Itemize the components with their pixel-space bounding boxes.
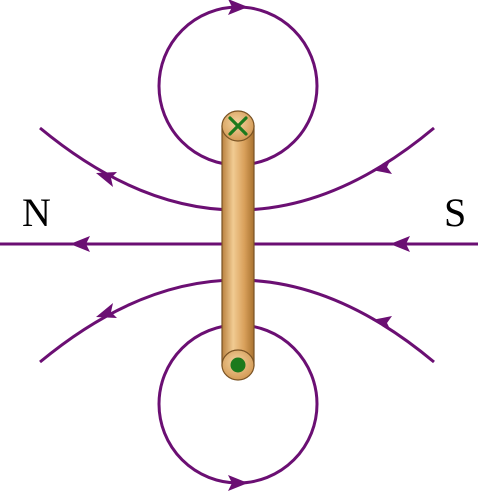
arrow-left-icon: [390, 236, 410, 252]
arrow-right-icon: [228, 475, 248, 491]
current-out-of-page-icon: [230, 357, 246, 373]
north-pole-label: N: [22, 190, 51, 235]
arrow-right-icon: [228, 0, 248, 15]
arrow-left-icon: [372, 316, 392, 331]
field-arrows: [70, 0, 410, 491]
south-pole-label: S: [444, 190, 466, 235]
conducting-rod: [221, 110, 255, 381]
arrow-left-icon: [96, 172, 117, 187]
arrow-left-icon: [96, 303, 117, 318]
arrow-left-icon: [70, 236, 90, 252]
current-into-page-icon: [228, 116, 248, 136]
arrow-left-icon: [372, 159, 392, 174]
